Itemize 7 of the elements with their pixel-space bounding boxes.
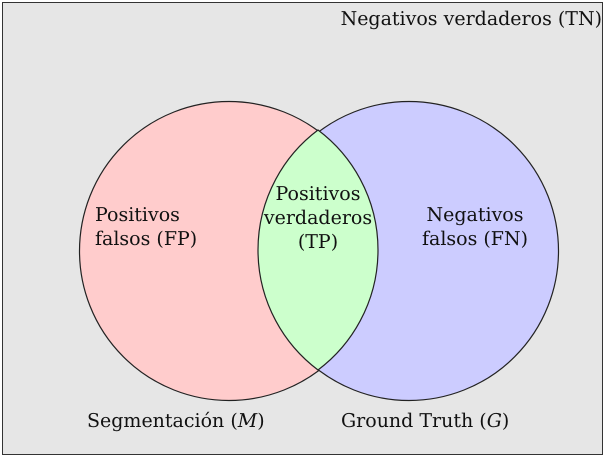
- universe-rectangle: [2, 2, 603, 455]
- region-label: Negativos verdaderos (TN): [340, 7, 602, 31]
- region-label: Negativos falsos (FN): [420, 203, 530, 251]
- set-label: Segmentación (M): [87, 409, 265, 433]
- region-label: Positivos verdaderos (TP): [262, 182, 374, 254]
- set-label: Ground Truth (G): [341, 409, 510, 433]
- region-label: Positivos falsos (FP): [95, 203, 198, 251]
